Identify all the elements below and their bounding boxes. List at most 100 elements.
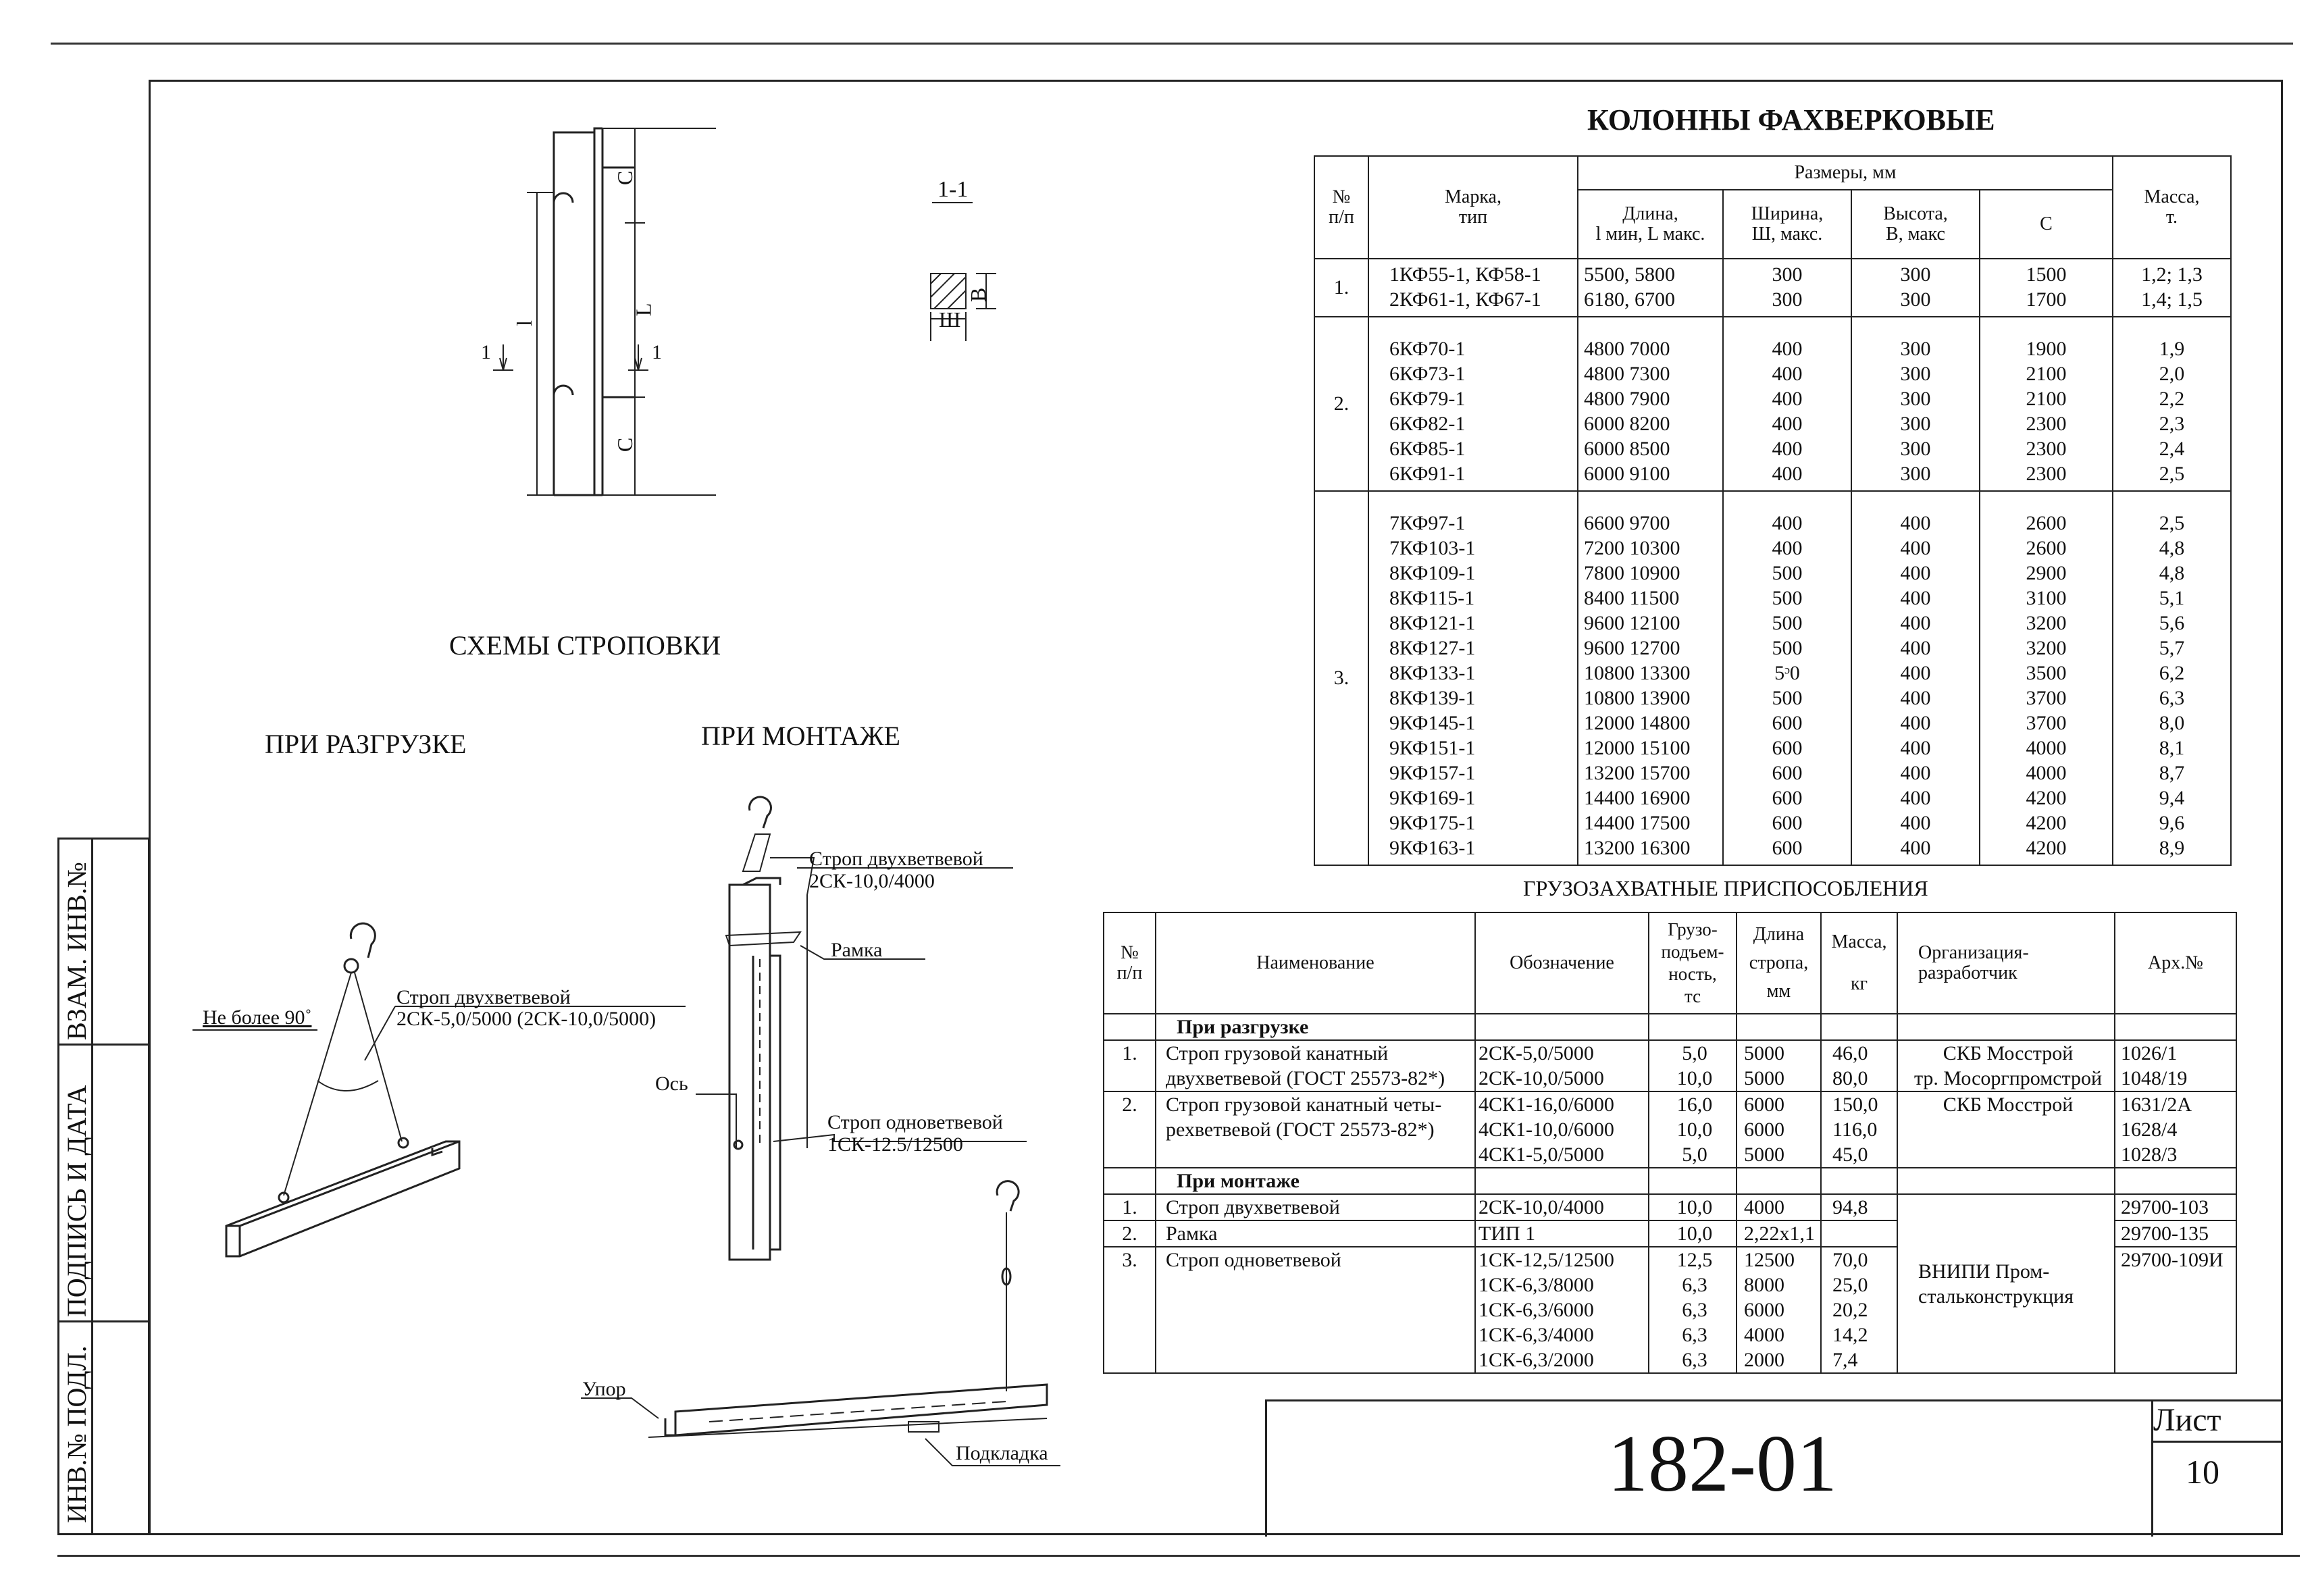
value-line: 300 — [1900, 388, 1931, 410]
device-length: 2,22х1,1 — [1736, 1220, 1822, 1247]
col-header-length: Длина,l мин, L макс. — [1577, 189, 1724, 259]
value-line: СКБ Мосстрой — [1943, 1093, 2074, 1116]
value-line: 5,7 — [2159, 637, 2185, 659]
value-line: 150,0 — [1832, 1093, 1878, 1116]
value-line: 400 — [1900, 837, 1931, 859]
value-line: 400 — [1900, 687, 1931, 709]
value-line: 2,3 — [2159, 413, 2185, 435]
device-num: 3. — [1103, 1246, 1156, 1374]
sling-two-mount-code: 2СК-10,0/4000 — [809, 870, 935, 892]
value-line: 12500 — [1744, 1249, 1795, 1271]
value-line: 300 — [1900, 463, 1931, 485]
value-line: 600 — [1772, 787, 1803, 809]
value-line: 6000 9100 — [1584, 463, 1670, 485]
section-cell — [2114, 1013, 2237, 1040]
device-name: Строп одноветвевой — [1155, 1246, 1476, 1374]
section-cell — [1474, 1167, 1649, 1194]
device-designation: 2СК-10,0/4000 — [1474, 1193, 1649, 1221]
value-line: 8КФ121-1 — [1389, 612, 1476, 634]
device-designation: ТИП 1 — [1474, 1220, 1649, 1247]
value-line: 8400 11500 — [1584, 587, 1680, 609]
sling-one-code: 1СК-12.5/12500 — [827, 1133, 963, 1156]
value-line: стальконструкция — [1918, 1285, 2074, 1308]
value-line: 1026/1 — [2121, 1042, 2178, 1064]
value-line: 400 — [1900, 812, 1931, 834]
value-line: 5,6 — [2159, 612, 2185, 634]
value-line: 6000 8500 — [1584, 438, 1670, 460]
section-row: При разгрузке — [1103, 1013, 2237, 1040]
value-line: 400 — [1900, 737, 1931, 759]
value-line: 5000 — [1744, 1042, 1784, 1064]
value-line: 5,0 — [1682, 1143, 1707, 1166]
value-line: 29700-109И — [2121, 1249, 2223, 1271]
value-line: 5,0 — [1682, 1042, 1707, 1064]
value-line: 1028/3 — [2121, 1143, 2178, 1166]
device-num: 1. — [1103, 1193, 1156, 1221]
device-num: 2. — [1103, 1091, 1156, 1168]
section-label: 1-1 — [937, 177, 969, 202]
value-line: 5500, 5800 — [1584, 263, 1675, 286]
value-line: ТИП 1 — [1479, 1222, 1536, 1245]
sheet-number: 10 — [2186, 1453, 2219, 1491]
value-line: 16,0 — [1676, 1093, 1713, 1116]
devices-table-title: ГРУЗОЗАХВАТНЫЕ ПРИСПОСОБЛЕНИЯ — [1523, 876, 1928, 900]
dim-c-top: C — [613, 170, 638, 186]
device-num: 1. — [1103, 1039, 1156, 1092]
device-mass — [1820, 1220, 1898, 1247]
value-line: тр. Мосоргпромстрой — [1913, 1067, 2103, 1089]
value-line: 2СК-10,0/5000 — [1479, 1067, 1604, 1089]
stop-label: Упор — [582, 1378, 626, 1400]
value-line: 14400 17500 — [1584, 812, 1691, 834]
value-line: 80,0 — [1832, 1067, 1868, 1089]
value-line: 400 — [1900, 637, 1931, 659]
value-line: 6,2 — [2159, 662, 2185, 684]
value-line: 10,0 — [1676, 1118, 1713, 1141]
value-line: 4200 — [2026, 787, 2067, 809]
value-line: 4,8 — [2159, 537, 2185, 559]
section-cell — [1648, 1167, 1737, 1194]
unloading-scheme — [192, 922, 686, 1258]
mounting-scheme — [696, 796, 1027, 1261]
value-line: 6КФ79-1 — [1389, 388, 1466, 410]
value-line: 300 — [1900, 288, 1931, 311]
title-block — [1265, 1399, 2283, 1537]
section-cell — [1897, 1013, 2115, 1040]
value-line: 400 — [1772, 388, 1803, 410]
column-cell-num: 3. — [1314, 490, 1369, 866]
frame-label: Рамка — [831, 939, 883, 961]
col-header-width: Ширина,Ш, макс. — [1722, 189, 1852, 259]
value-line: 500 — [1772, 687, 1803, 709]
value-line: 1,2; 1,3 — [2141, 263, 2203, 286]
section-cell — [1648, 1013, 1737, 1040]
value-line: 2900 — [2026, 562, 2067, 584]
value-line: 2,22х1,1 — [1744, 1222, 1815, 1245]
column-elevation — [493, 127, 716, 496]
value-line: 29700-103 — [2121, 1196, 2209, 1218]
value-line: 6000 8200 — [1584, 413, 1670, 435]
value-line: 9КФ151-1 — [1389, 737, 1476, 759]
value-line: 6КФ85-1 — [1389, 438, 1466, 460]
value-line: 300 — [1900, 413, 1931, 435]
angle-note: Не более 90˚ — [203, 1006, 312, 1029]
value-line: 8,7 — [2159, 762, 2185, 784]
dim-height: В — [966, 287, 991, 303]
drawing-code: 182-01 — [1608, 1418, 1837, 1508]
device-length: 4000 — [1736, 1193, 1822, 1221]
dim-l-small: l — [511, 320, 536, 326]
value-line: 4000 — [2026, 762, 2067, 784]
value-line: Строп одноветвевой — [1166, 1249, 1341, 1271]
value-line: 400 — [1772, 463, 1803, 485]
value-line: 1СК-6,3/4000 — [1479, 1324, 1594, 1346]
